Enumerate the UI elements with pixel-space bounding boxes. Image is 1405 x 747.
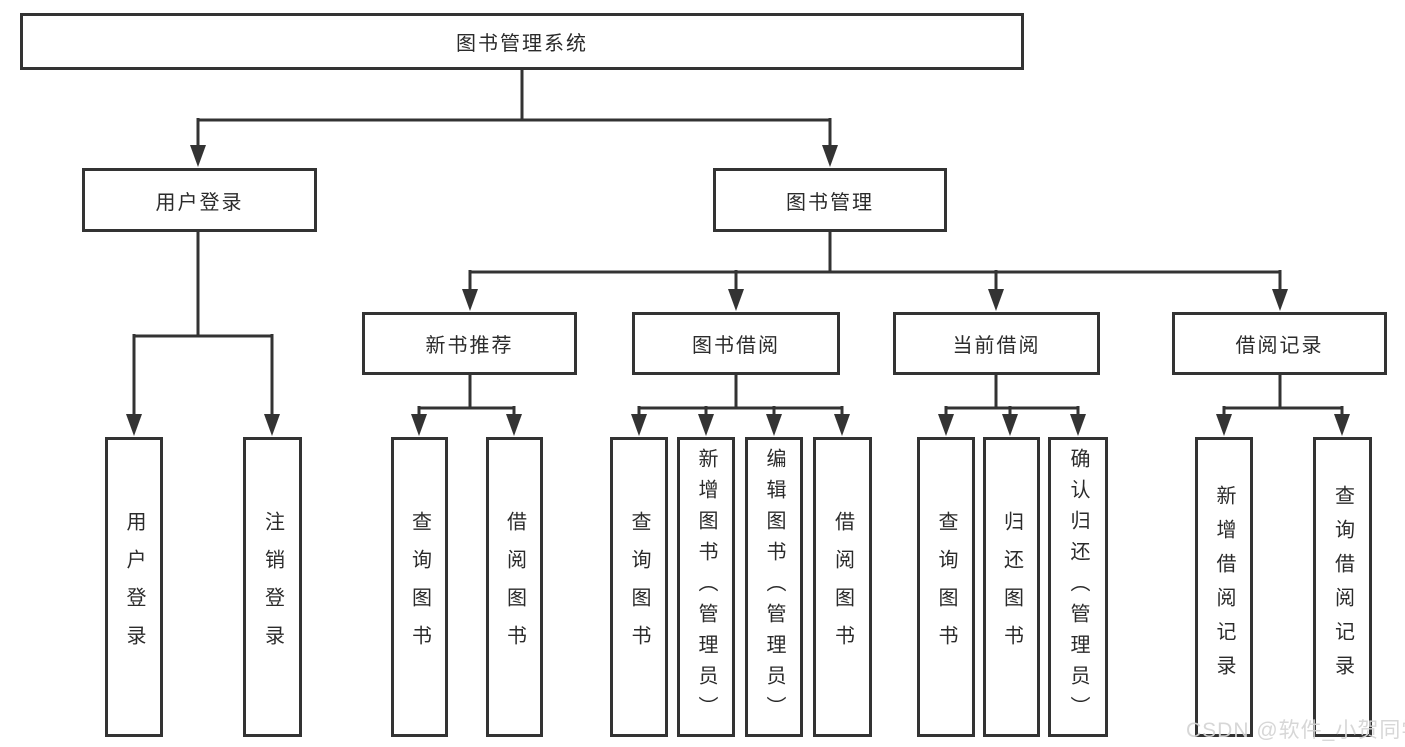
connector-book-management: [462, 232, 1288, 311]
node-new-book-recommend: 新书推荐: [362, 312, 577, 375]
node-user-login: 用户登录: [82, 168, 317, 232]
connector-borrow-records: [1216, 375, 1350, 436]
leaf-query-books-borrow: 查询图书: [610, 437, 668, 737]
leaf-query-books-current: 查询图书: [917, 437, 975, 737]
leaf-query-borrow-record: 查询借阅记录: [1313, 437, 1372, 737]
leaf-logout: 注销登录: [243, 437, 302, 737]
node-book-borrow-label: 图书借阅: [692, 335, 780, 357]
node-root-label: 图书管理系统: [456, 33, 588, 55]
leaf-return-book: 归还图书: [983, 437, 1040, 737]
node-book-management: 图书管理: [713, 168, 947, 232]
connector-root: [190, 69, 838, 167]
node-book-borrow: 图书借阅: [632, 312, 840, 375]
node-book-management-label: 图书管理: [786, 191, 874, 214]
node-borrow-records: 借阅记录: [1172, 312, 1387, 375]
leaf-confirm-return-admin: 确认归还（管理员）: [1048, 437, 1108, 737]
leaf-add-book-admin: 新增图书（管理员）: [677, 437, 735, 737]
connector-book-borrow: [631, 375, 850, 436]
connector-user-login: [126, 232, 280, 436]
leaf-query-books-recommend: 查询图书: [391, 437, 448, 737]
node-user-login-label: 用户登录: [155, 191, 244, 214]
node-current-borrow-label: 当前借阅: [952, 335, 1041, 357]
connector-current-borrow: [938, 375, 1086, 436]
node-new-book-recommend-label: 新书推荐: [425, 335, 514, 357]
leaf-edit-book-admin: 编辑图书（管理员）: [745, 437, 803, 737]
watermark: CSDN @软件_小贺同学: [1186, 719, 1405, 742]
leaf-borrow-books-borrow: 借阅图书: [813, 437, 872, 737]
leaf-user-login: 用户登录: [105, 437, 163, 737]
connector-new-book-recommend: [411, 375, 522, 436]
node-root: 图书管理系统: [20, 13, 1024, 70]
node-current-borrow: 当前借阅: [893, 312, 1100, 375]
node-borrow-records-label: 借阅记录: [1235, 335, 1324, 357]
leaf-borrow-books-recommend: 借阅图书: [486, 437, 543, 737]
leaf-add-borrow-record: 新增借阅记录: [1195, 437, 1253, 737]
